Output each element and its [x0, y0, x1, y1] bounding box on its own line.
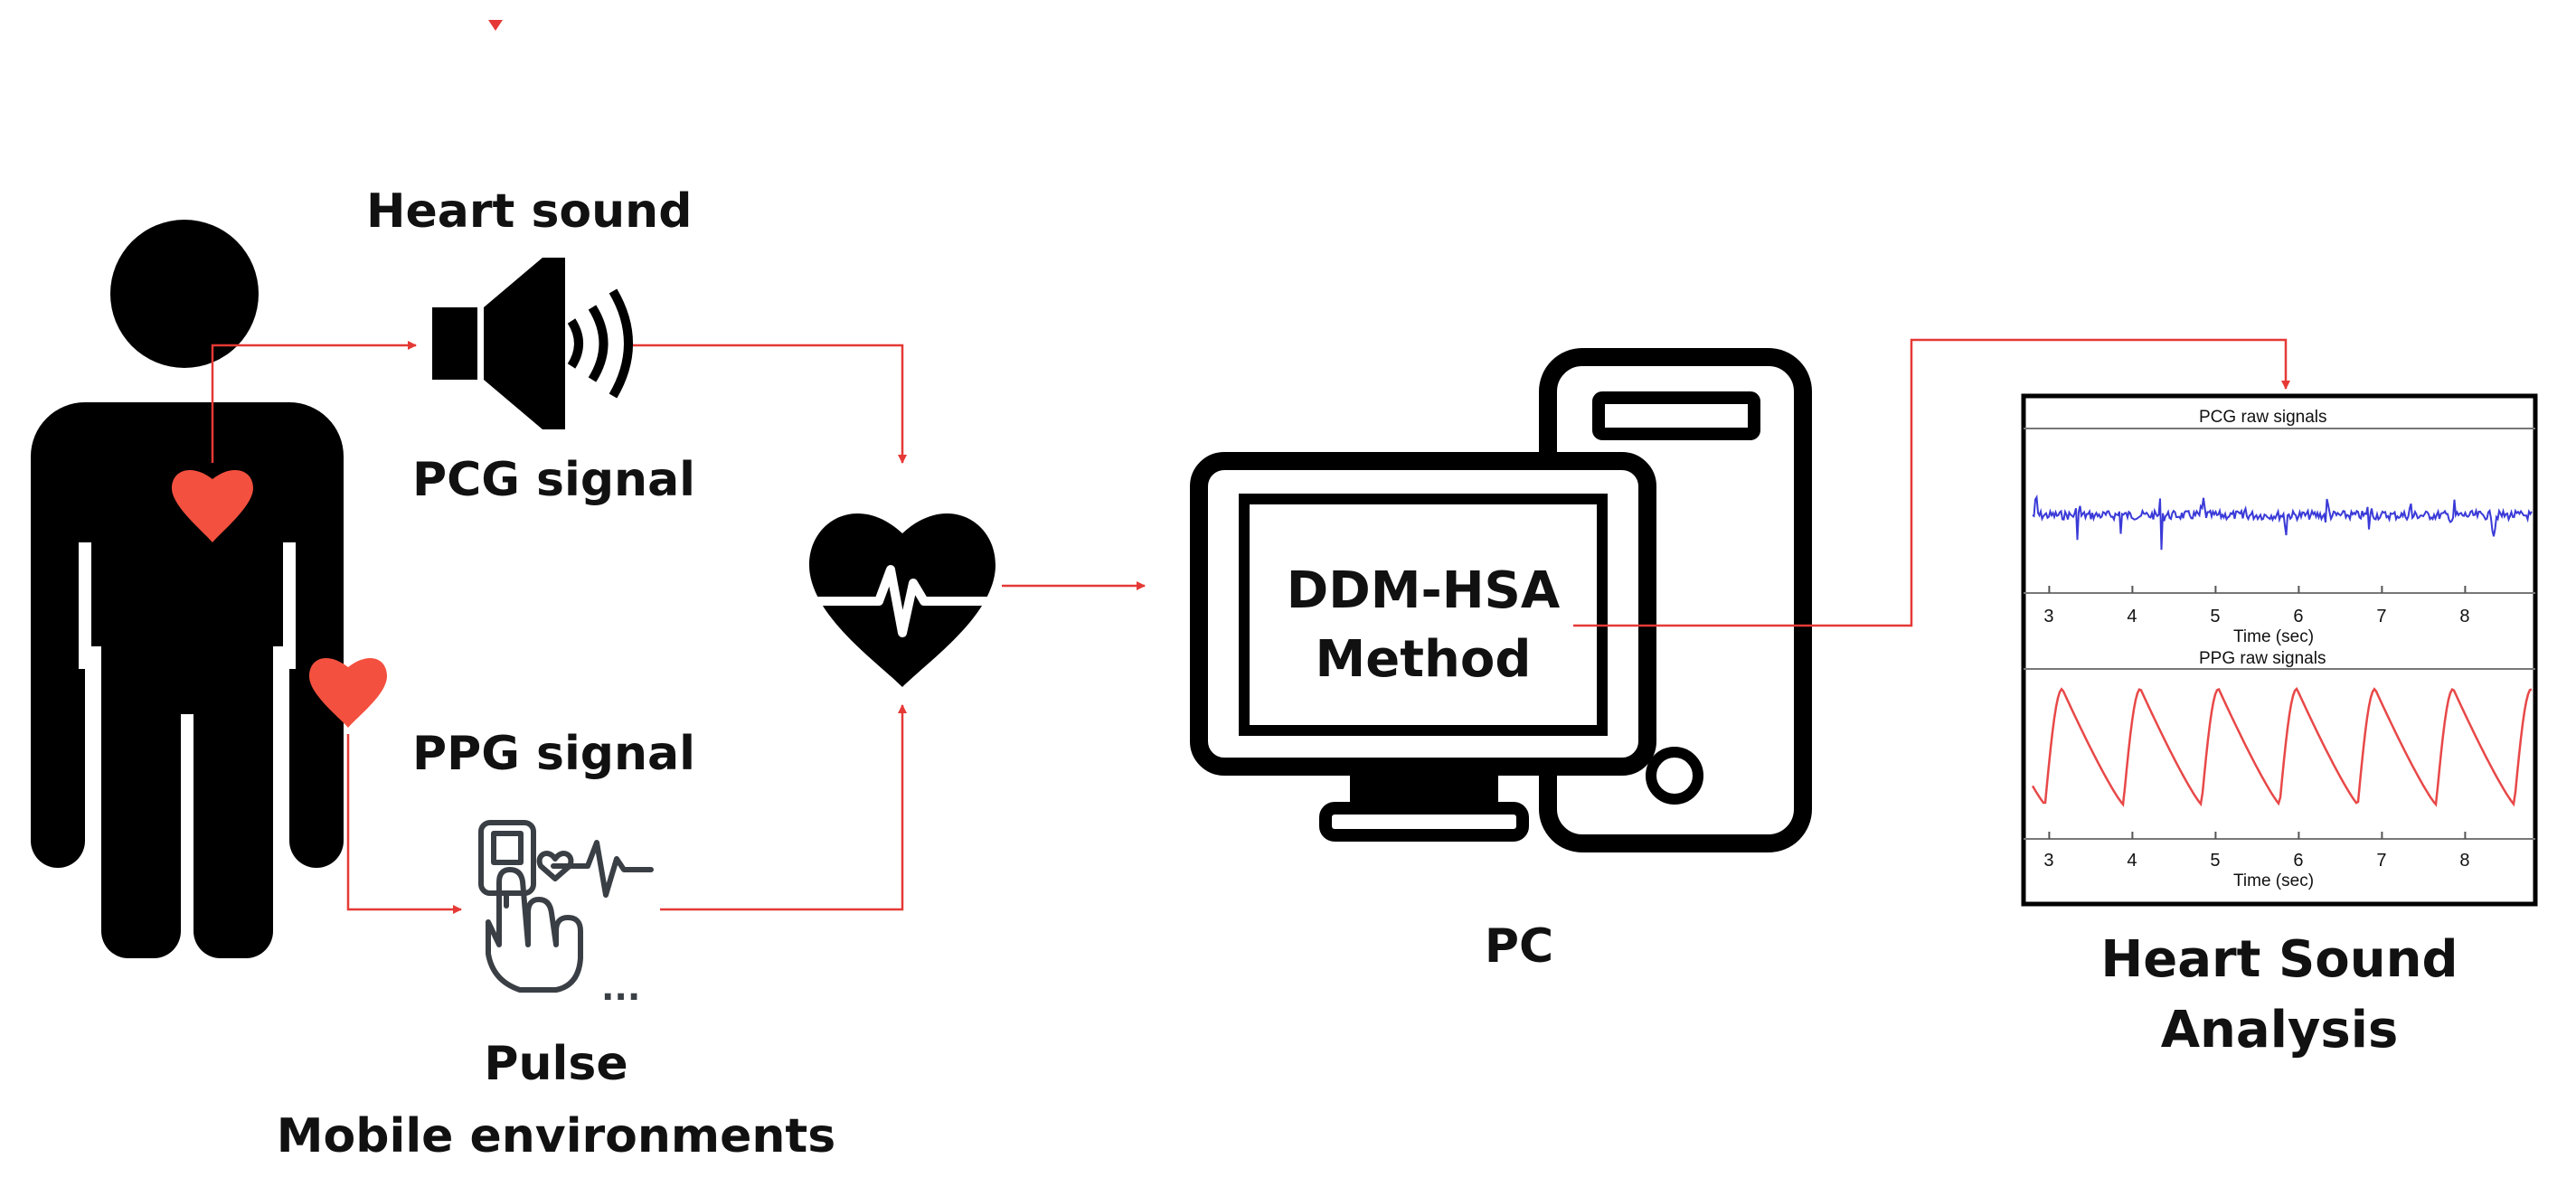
arrow-wrist-to-device — [346, 734, 462, 914]
arrow-pc-to-analysis — [1573, 338, 2290, 627]
pcg-tick-label: 6 — [2293, 607, 2303, 626]
ppg-tick-label: 3 — [2043, 851, 2053, 871]
ddm-hsa-label: DDM-HSA — [1286, 561, 1561, 620]
pcg-tick-label: 5 — [2210, 607, 2220, 626]
heart-sound-analysis-label-2: Analysis — [2160, 1001, 2399, 1059]
pcg-tick-label: 3 — [2043, 607, 2053, 626]
ppg-signal-line — [2031, 686, 2533, 807]
ppg-tick-label: 6 — [2293, 851, 2303, 871]
heart-pulse-icon — [807, 513, 999, 687]
pc-label: PC — [1484, 919, 1554, 974]
pcg-plot-title: PCG raw signals — [2199, 408, 2327, 427]
mobile-environments-label: Mobile environments — [276, 1109, 836, 1163]
ppg-signal-label: PPG signal — [412, 727, 695, 781]
arrow-chest-to-speaker — [211, 341, 417, 463]
pcg-signal-line — [2032, 494, 2533, 551]
device-ellipsis: ... — [601, 968, 641, 1008]
arrow-speaker-to-heart — [633, 344, 907, 464]
wrist-heart-icon — [309, 657, 387, 728]
ppg-tick-label: 4 — [2127, 851, 2137, 871]
pulse-device-icon — [478, 820, 654, 993]
person-icon — [31, 220, 344, 958]
pulse-label: Pulse — [484, 1037, 628, 1091]
arrow-device-to-heart — [660, 704, 907, 911]
ppg-tick-label: 7 — [2376, 851, 2386, 871]
small-heart-mark-icon — [488, 20, 503, 31]
pcg-signal-label: PCG signal — [412, 453, 695, 507]
method-label: Method — [1315, 630, 1532, 689]
ppg-tick-label: 5 — [2210, 851, 2220, 871]
speaker-icon — [432, 258, 633, 429]
pcg-tick-label: 4 — [2127, 607, 2137, 626]
heart-sound-analysis-label-1: Heart Sound — [2100, 930, 2458, 989]
pcg-tick-label: 8 — [2459, 607, 2469, 626]
pcg-xlabel: Time (sec) — [2233, 627, 2314, 646]
ppg-xlabel: Time (sec) — [2233, 871, 2314, 890]
pcg-tick-label: 7 — [2376, 607, 2386, 626]
chest-heart-icon — [172, 469, 253, 542]
heart-sound-label: Heart sound — [366, 184, 693, 239]
ppg-tick-label: 8 — [2459, 851, 2469, 871]
ppg-plot-title: PPG raw signals — [2199, 649, 2326, 668]
signal-plot-panel — [2021, 393, 2538, 907]
monitor-icon — [1190, 452, 1656, 842]
flow-connectors — [211, 338, 2290, 914]
